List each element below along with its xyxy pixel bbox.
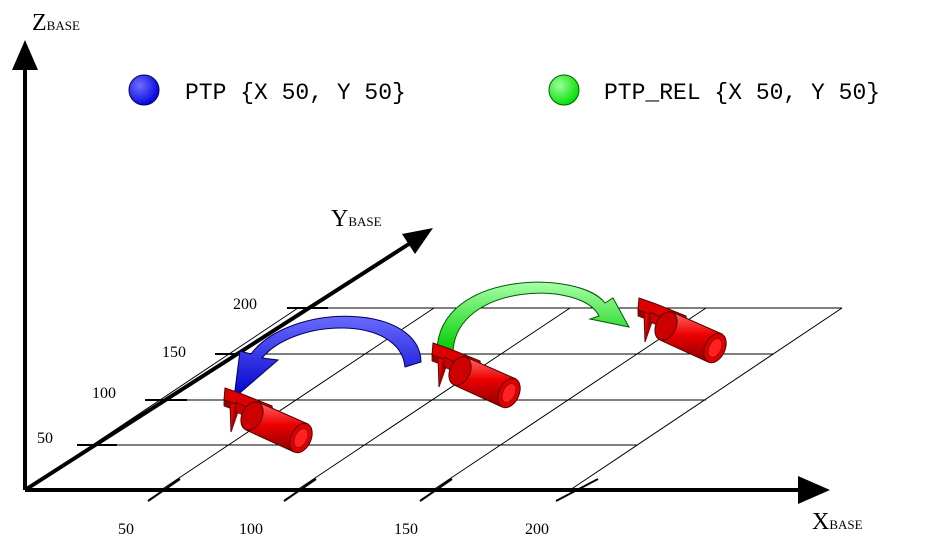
x-tick-label-50: 50 (118, 521, 134, 538)
y-axis-line (23, 240, 414, 492)
y-axis-arrowhead (402, 228, 433, 254)
ptp-motion-arrow (233, 315, 422, 400)
axes (12, 40, 830, 504)
ptp-legend-marker (128, 74, 160, 106)
z-axis-arrowhead (12, 40, 38, 70)
z-axis-label: ZBASE (32, 10, 80, 36)
y-axis-label: YBASE (331, 206, 382, 232)
grid-col-100 (296, 307, 571, 491)
ptp-rel-legend-label: PTP_REL {X 50, Y 50} (604, 80, 880, 106)
tool-ptp-target (223, 387, 318, 457)
ptp-rel-motion-arrow (436, 281, 630, 352)
tool-start (431, 342, 526, 412)
y-tick-label-200: 200 (233, 296, 257, 313)
ptp-rel-legend-marker (548, 74, 580, 106)
grid-right-edge (569, 307, 843, 491)
legend: PTP {X 50, Y 50} PTP_REL {X 50, Y 50} (128, 74, 880, 106)
y-tick-label-100: 100 (92, 385, 116, 402)
x-tick-label-200: 200 (525, 521, 549, 538)
x-tick-label-100: 100 (239, 521, 263, 538)
ptp-legend-label: PTP {X 50, Y 50} (185, 80, 406, 106)
y-tick-label-150: 150 (162, 344, 186, 361)
x-axis-arrowhead (798, 476, 830, 504)
x-axis-label: XBASE (812, 509, 863, 535)
y-tick-label-50: 50 (37, 430, 53, 447)
x-tick-label-150: 150 (394, 521, 418, 538)
